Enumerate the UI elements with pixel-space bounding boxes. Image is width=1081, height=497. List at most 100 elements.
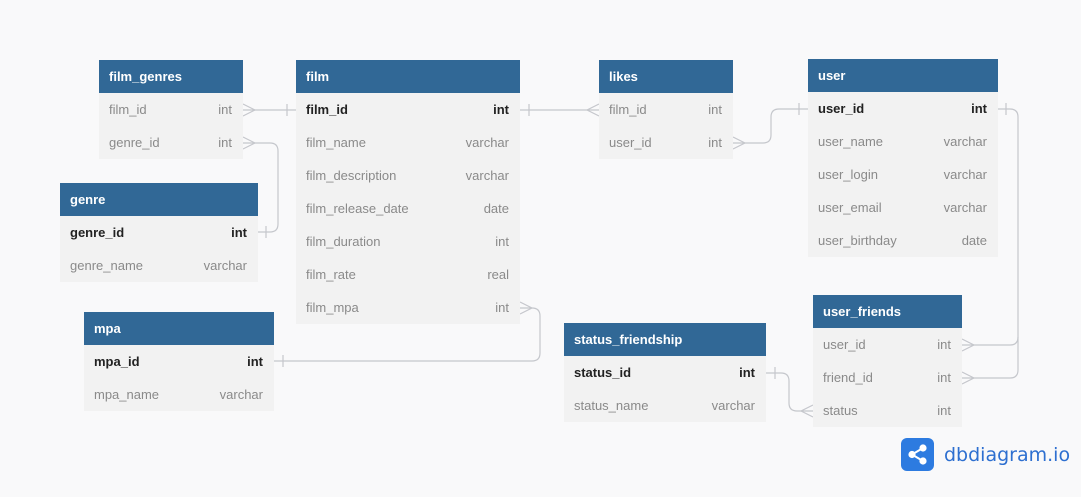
column-type: int bbox=[937, 403, 951, 418]
column-name: film_duration bbox=[306, 234, 381, 249]
column-name: user_birthday bbox=[818, 233, 897, 248]
table-title[interactable]: status_friendship bbox=[564, 323, 766, 356]
table-title[interactable]: user_friends bbox=[813, 295, 962, 328]
column-type: int bbox=[495, 234, 509, 249]
column-row[interactable]: user_id int bbox=[813, 328, 962, 361]
column-name: genre_name bbox=[70, 258, 143, 273]
column-row[interactable]: user_login varchar bbox=[808, 158, 998, 191]
column-type: int bbox=[708, 102, 722, 117]
column-row[interactable]: user_birthday date bbox=[808, 224, 998, 257]
column-type: int bbox=[247, 354, 263, 369]
column-name: film_id bbox=[609, 102, 647, 117]
column-name: user_email bbox=[818, 200, 882, 215]
table-title[interactable]: mpa bbox=[84, 312, 274, 345]
table-title[interactable]: film_genres bbox=[99, 60, 243, 93]
column-row[interactable]: status int bbox=[813, 394, 962, 427]
relationship-marker bbox=[242, 142, 256, 150]
column-row[interactable]: status_name varchar bbox=[564, 389, 766, 422]
relationship-marker bbox=[242, 136, 256, 144]
column-name: status bbox=[823, 403, 858, 418]
column-type: varchar bbox=[943, 200, 987, 215]
column-type: varchar bbox=[465, 135, 509, 150]
column-name: film_release_date bbox=[306, 201, 409, 216]
column-type: varchar bbox=[465, 168, 509, 183]
column-row[interactable]: film_release_date date bbox=[296, 192, 520, 225]
column-name: genre_id bbox=[70, 225, 125, 240]
column-name: user_name bbox=[818, 134, 884, 149]
column-row[interactable]: film_id int bbox=[599, 93, 733, 126]
column-name: film_rate bbox=[306, 267, 356, 282]
column-row[interactable]: film_duration int bbox=[296, 225, 520, 258]
brand-name: dbdiagram.io bbox=[944, 443, 1071, 466]
column-row[interactable]: user_name varchar bbox=[808, 125, 998, 158]
column-name: mpa_name bbox=[94, 387, 160, 402]
column-name: film_id bbox=[109, 102, 147, 117]
column-type: varchar bbox=[943, 134, 987, 149]
relationship-marker bbox=[800, 410, 814, 418]
brand[interactable]: dbdiagram.io bbox=[901, 438, 1070, 471]
relationship-marker bbox=[961, 377, 975, 385]
table-title[interactable]: genre bbox=[60, 183, 258, 216]
relationship-marker bbox=[242, 109, 256, 117]
column-row[interactable]: genre_id int bbox=[60, 216, 258, 249]
column-row[interactable]: genre_id int bbox=[99, 126, 243, 159]
table-title[interactable]: film bbox=[296, 60, 520, 93]
table-status-friendship[interactable]: status_friendship status_id int status_name… bbox=[564, 323, 766, 422]
table-title[interactable]: likes bbox=[599, 60, 733, 93]
column-name: status_name bbox=[574, 398, 649, 413]
relationship-marker bbox=[961, 344, 975, 352]
column-row[interactable]: mpa_name varchar bbox=[84, 378, 274, 411]
relationship-marker bbox=[961, 338, 975, 346]
column-row[interactable]: film_description varchar bbox=[296, 159, 520, 192]
column-row[interactable]: genre_name varchar bbox=[60, 249, 258, 282]
column-name: status_id bbox=[574, 365, 632, 380]
column-type: int bbox=[937, 370, 951, 385]
relationship-marker bbox=[961, 371, 975, 379]
column-type: int bbox=[218, 135, 232, 150]
column-type: varchar bbox=[711, 398, 755, 413]
column-type: varchar bbox=[943, 167, 987, 182]
column-name: user_id bbox=[823, 337, 866, 352]
column-type: date bbox=[961, 233, 987, 248]
share-nodes-icon bbox=[901, 438, 934, 471]
column-type: int bbox=[493, 102, 509, 117]
column-type: int bbox=[937, 337, 951, 352]
relationship-line[interactable] bbox=[766, 372, 813, 412]
relationship-line[interactable] bbox=[962, 337, 1019, 379]
column-type: varchar bbox=[203, 258, 247, 273]
column-type: int bbox=[739, 365, 755, 380]
column-name: genre_id bbox=[109, 135, 160, 150]
column-type: int bbox=[495, 300, 509, 315]
column-type: date bbox=[483, 201, 509, 216]
table-genre[interactable]: genre genre_id int genre_name varchar bbox=[60, 183, 258, 282]
column-name: user_login bbox=[818, 167, 878, 182]
column-type: real bbox=[487, 267, 509, 282]
column-row[interactable]: friend_id int bbox=[813, 361, 962, 394]
column-name: film_description bbox=[306, 168, 397, 183]
column-type: int bbox=[231, 225, 247, 240]
column-name: film_mpa bbox=[306, 300, 359, 315]
column-name: friend_id bbox=[823, 370, 873, 385]
column-row[interactable]: film_rate real bbox=[296, 258, 520, 291]
column-row[interactable]: film_mpa int bbox=[296, 291, 520, 324]
column-row[interactable]: status_id int bbox=[564, 356, 766, 389]
relationship-marker bbox=[242, 103, 256, 111]
column-type: varchar bbox=[219, 387, 263, 402]
relationship-line[interactable] bbox=[733, 108, 808, 144]
column-row[interactable]: user_email varchar bbox=[808, 191, 998, 224]
relationship-marker bbox=[586, 109, 600, 117]
table-title[interactable]: user bbox=[808, 59, 998, 92]
